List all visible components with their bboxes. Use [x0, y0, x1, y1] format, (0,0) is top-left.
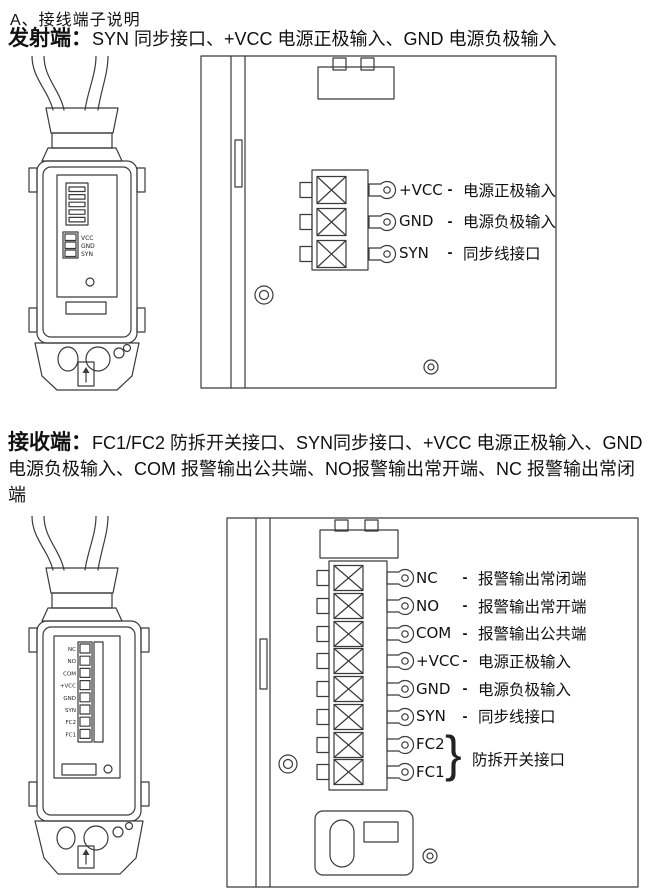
terminal-separator: -: [462, 680, 468, 698]
transmitter-panel-drawing: [200, 55, 557, 389]
terminal-desc: 报警输出公共端: [478, 626, 587, 644]
terminal-separator: -: [462, 624, 468, 642]
terminal-desc: 报警输出常开端: [478, 598, 587, 616]
terminal-separator: -: [447, 212, 453, 230]
screw-hole: [254, 285, 274, 305]
terminal-separator: -: [447, 244, 453, 262]
wire-lug-icon: [368, 180, 397, 264]
cable-icon: [31, 56, 109, 111]
terminal-label-row: +VCC - 电源正极输入: [399, 174, 556, 206]
terminal-label-row: +VCC - 电源正极输入: [416, 647, 587, 675]
terminal-desc: 电源正极输入: [463, 182, 557, 200]
terminal-label-row: FC2: [416, 730, 587, 758]
device-terminal-label: +VCC: [60, 684, 76, 690]
screw-hole: [422, 848, 438, 864]
device-terminal-label: NC: [68, 647, 76, 653]
device-terminal-label: GND: [63, 696, 76, 702]
up-arrow-icon: [77, 361, 95, 387]
terminal-name: +VCC: [399, 180, 443, 199]
terminal-separator: -: [462, 597, 468, 615]
device-terminal-label: VCC: [81, 235, 93, 242]
transmitter-heading-text: SYN 同步接口、+VCC 电源正极输入、GND 电源负极输入: [92, 29, 557, 49]
terminal-name: NC: [416, 568, 438, 587]
receiver-device-lineart: [28, 516, 150, 875]
receiver-panel-drawing: [226, 517, 639, 888]
top-connector: [317, 57, 395, 100]
terminal-desc: 电源负极输入: [478, 681, 572, 699]
terminal-block: [316, 560, 388, 791]
terminal-separator: -: [462, 569, 468, 587]
terminal-desc: 同步线接口: [463, 245, 541, 263]
terminal-name: GND: [399, 212, 434, 231]
bottom-connector-cutout: [314, 810, 414, 876]
terminal-name: GND: [416, 679, 451, 698]
device-terminal-label: GND: [81, 243, 95, 250]
receiver-heading: 接收端：FC1/FC2 防拆开关接口、SYN同步接口、+VCC 电源正极输入、G…: [8, 430, 644, 508]
lens-icon: [57, 346, 125, 372]
transmitter-device-labels: VCC GND SYN: [81, 235, 95, 258]
receiver-heading-lead: 接收端：: [8, 431, 92, 454]
mini-terminal-strip: [77, 641, 104, 743]
terminal-label-row: FC1: [416, 758, 587, 786]
lens-icon: [56, 825, 124, 851]
terminal-name: NO: [416, 596, 440, 615]
terminal-label-row: SYN - 同步线接口: [416, 702, 587, 730]
terminal-label-row: SYN - 同步线接口: [399, 237, 556, 269]
fc-group-brace: }: [445, 726, 462, 782]
receiver-device-labels: NC NO COM +VCC GND SYN FC2 FC1: [60, 647, 77, 738]
receiver-heading-text: FC1/FC2 防拆开关接口、SYN同步接口、+VCC 电源正极输入、GND 电…: [8, 433, 643, 505]
transmitter-device-drawing: VCC GND SYN: [28, 56, 146, 391]
up-arrow-icon: [77, 845, 95, 869]
terminal-separator: -: [447, 181, 453, 199]
terminal-name: +VCC: [416, 651, 460, 670]
device-terminal-label: COM: [63, 671, 76, 677]
terminal-name: COM: [416, 624, 452, 643]
terminal-desc: 电源负极输入: [463, 214, 557, 232]
terminal-label-row: GND - 电源负极输入: [399, 206, 556, 238]
wire-lug-icon: [386, 568, 415, 782]
terminal-name: SYN: [399, 243, 429, 262]
dip-switch-block: [65, 182, 89, 226]
screw-hole: [423, 359, 439, 375]
page-title: A、接线端子说明: [10, 12, 141, 29]
transmitter-terminal-labels: +VCC - 电源正极输入 GND - 电源负极输入 SYN - 同步线接口: [399, 174, 556, 269]
terminal-name: FC1: [416, 762, 445, 781]
terminal-separator: -: [462, 652, 468, 670]
terminal-name: SYN: [416, 707, 446, 726]
mini-terminal-block: [62, 231, 79, 259]
screw-hole: [278, 754, 298, 774]
device-terminal-label: SYN: [81, 251, 93, 258]
receiver-terminal-labels: NC - 报警输出常闭端 NO - 报警输出常开端 COM - 报警输出公共端 …: [416, 564, 587, 786]
cable-icon: [31, 516, 109, 571]
device-terminal-label: NO: [68, 659, 77, 665]
transmitter-heading-lead: 发射端：: [8, 27, 92, 50]
terminal-label-row: COM - 报警输出公共端: [416, 619, 587, 647]
terminal-desc: 报警输出常闭端: [478, 570, 587, 588]
device-terminal-label: FC2: [65, 720, 76, 726]
terminal-label-row: NO - 报警输出常开端: [416, 592, 587, 620]
fc-group-desc: 防拆开关接口: [472, 752, 566, 769]
transmitter-device-lineart: [28, 56, 146, 391]
receiver-device-drawing: NC NO COM +VCC GND SYN FC2 FC1: [28, 516, 150, 875]
terminal-label-row: NC - 报警输出常闭端: [416, 564, 587, 592]
terminal-separator: -: [462, 707, 468, 725]
terminal-desc: 电源正极输入: [478, 653, 572, 671]
terminal-desc: 同步线接口: [478, 709, 556, 727]
terminal-name: FC2: [416, 734, 445, 753]
terminal-block: [299, 169, 369, 271]
device-terminal-label: SYN: [65, 708, 76, 714]
device-terminal-label: FC1: [65, 732, 76, 738]
transmitter-panel-lineart: [200, 55, 557, 389]
transmitter-heading: 发射端：SYN 同步接口、+VCC 电源正极输入、GND 电源负极输入: [8, 26, 644, 52]
top-connector: [319, 519, 399, 559]
receiver-panel-lineart: [226, 517, 639, 888]
terminal-label-row: GND - 电源负极输入: [416, 675, 587, 703]
